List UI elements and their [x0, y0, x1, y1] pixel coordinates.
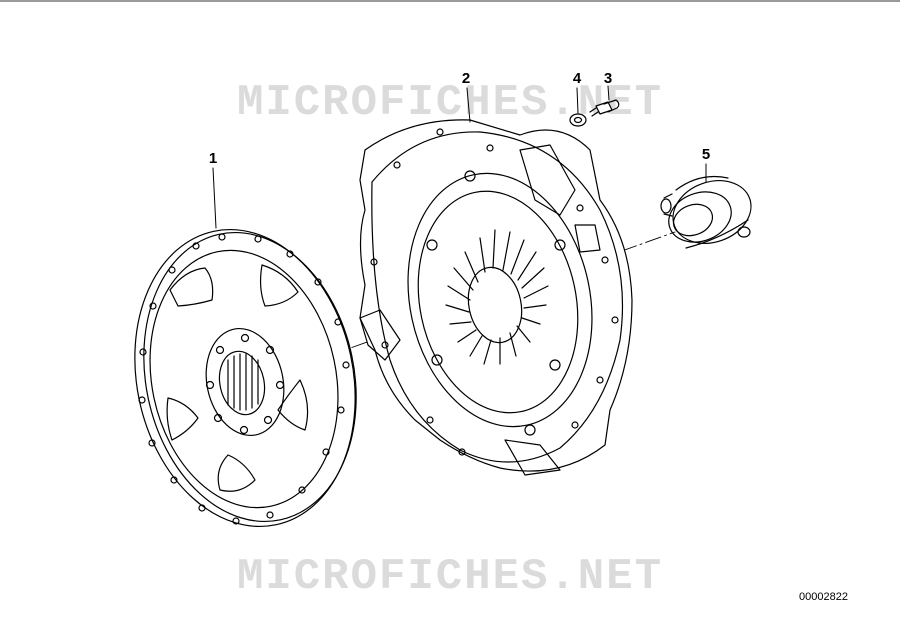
callout-5: 5 — [701, 146, 711, 163]
top-border — [0, 0, 900, 2]
diagram-number: 00002822 — [799, 591, 848, 603]
leader-1 — [213, 168, 216, 228]
leader-3 — [608, 86, 609, 100]
leader-4 — [577, 88, 578, 113]
callout-4: 4 — [572, 70, 582, 87]
part-2-pressure-plate — [360, 120, 632, 475]
part-1-flywheel — [108, 209, 382, 547]
callout-1: 1 — [208, 150, 218, 167]
callout-2: 2 — [461, 70, 471, 87]
callout-3: 3 — [603, 70, 613, 87]
part-3-bolt — [590, 100, 619, 116]
watermark-bottom: MICROFICHES.NET — [236, 552, 664, 602]
watermark-top: MICROFICHES.NET — [236, 78, 664, 128]
leader-2 — [467, 88, 470, 122]
part-4-washer — [570, 114, 586, 126]
part-5-release-bearing — [661, 170, 760, 254]
